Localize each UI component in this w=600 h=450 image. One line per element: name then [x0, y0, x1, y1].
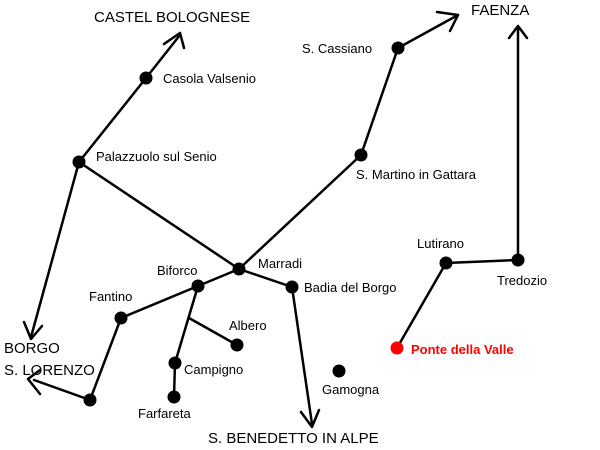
route-lines — [29, 13, 520, 426]
node-palazzuolo[interactable] — [72, 155, 86, 169]
node-campigno[interactable] — [168, 356, 182, 370]
node-s-martino[interactable] — [354, 148, 368, 162]
node-lutirano[interactable] — [439, 256, 453, 270]
arrow-castel-bolognese-icon — [162, 31, 186, 50]
route-casola-castel-bolognese — [144, 33, 182, 80]
label-tredozio: Tredozio — [497, 273, 547, 288]
route-biforco-fantino — [119, 284, 200, 320]
node-casola-valsenio[interactable] — [139, 71, 153, 85]
label-biforco: Biforco — [157, 263, 197, 278]
label-borgo: BORGO — [4, 340, 60, 357]
route-s-cassiano-faenza — [396, 13, 460, 50]
route-s-martino-s-cassiano — [359, 46, 400, 157]
label-albero: Albero — [229, 318, 267, 333]
arrow-faenza-right-icon — [507, 24, 529, 40]
arrow-faenza-left-icon — [435, 10, 460, 33]
label-marradi: Marradi — [258, 256, 302, 271]
arrow-borgo-icon — [22, 320, 44, 341]
node-fantino[interactable] — [114, 311, 128, 325]
label-s-lorenzo: S. LORENZO — [4, 362, 95, 379]
label-campigno: Campigno — [184, 362, 243, 377]
arrowheads — [22, 10, 529, 429]
label-s-martino: S. Martino in Gattara — [356, 167, 477, 182]
label-s-cassiano: S. Cassiano — [302, 41, 372, 56]
route-palazzuolo-casola — [77, 76, 148, 164]
map-labels: CASTEL BOLOGNESE FAENZA S. Cassiano Caso… — [4, 2, 547, 447]
arrow-s-benedetto-icon — [299, 408, 321, 429]
label-s-benedetto: S. BENEDETTO IN ALPE — [208, 430, 379, 447]
map-nodes — [72, 41, 525, 407]
route-palazzuolo-marradi — [77, 160, 241, 271]
route-lutirano-tredozio — [444, 258, 520, 265]
label-lutirano: Lutirano — [417, 236, 464, 251]
label-casola-valsenio: Casola Valsenio — [163, 71, 256, 86]
node-badia-del-borgo[interactable] — [285, 280, 299, 294]
node-ponte-della-valle[interactable] — [390, 341, 404, 355]
label-fantino: Fantino — [89, 289, 132, 304]
node-s-cassiano[interactable] — [391, 41, 405, 55]
route-marradi-s-martino — [237, 153, 363, 271]
label-castel-bolognese: CASTEL BOLOGNESE — [94, 9, 250, 26]
route-palazzuolo-borgo — [29, 160, 81, 339]
node-marradi[interactable] — [232, 262, 246, 276]
label-badia-del-borgo: Badia del Borgo — [304, 280, 397, 295]
node-gamogna[interactable] — [332, 364, 346, 378]
label-gamogna: Gamogna — [322, 382, 380, 397]
route-badia-s-benedetto — [290, 285, 314, 426]
route-marradi-badia — [237, 267, 294, 289]
route-ponte-lutirano — [395, 261, 448, 350]
label-ponte-della-valle: Ponte della Valle — [411, 342, 514, 357]
route-fantino-lorenzo-node — [88, 316, 123, 402]
node-s-lorenzo-end[interactable] — [83, 393, 97, 407]
arrow-s-lorenzo-icon — [26, 368, 42, 396]
node-tredozio[interactable] — [511, 253, 525, 267]
node-biforco[interactable] — [191, 279, 205, 293]
route-biforco-marradi — [196, 267, 241, 288]
label-palazzuolo: Palazzuolo sul Senio — [96, 149, 217, 164]
label-farfareta: Farfareta — [138, 406, 192, 421]
route-branch-albero — [187, 316, 239, 347]
node-farfareta[interactable] — [167, 390, 181, 404]
label-faenza: FAENZA — [471, 2, 529, 19]
node-albero[interactable] — [230, 338, 244, 352]
route-biforco-campigno — [173, 284, 200, 365]
route-lorenzo-node-s-lorenzo — [32, 378, 92, 402]
